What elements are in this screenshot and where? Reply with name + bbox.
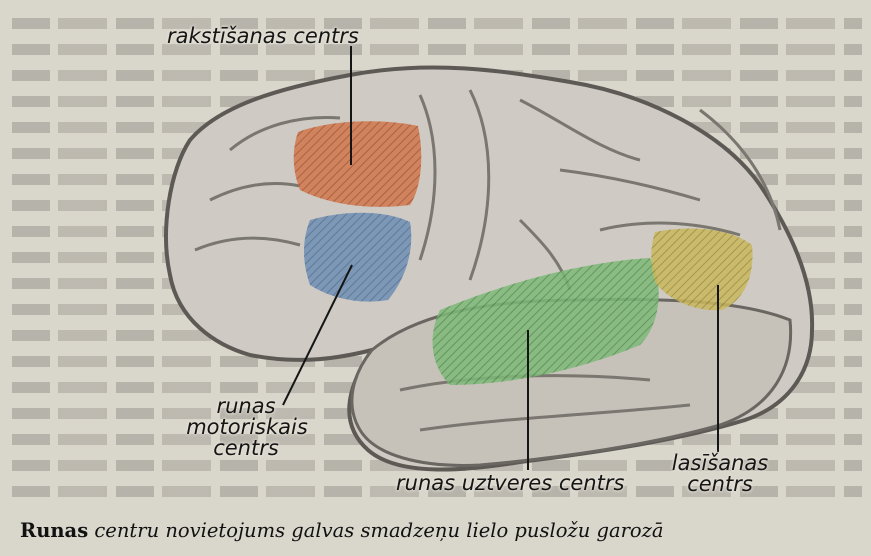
- perception-center-label: runas uztveres centrs: [396, 472, 624, 494]
- motor-center-label-line2: motoriskais: [180, 416, 314, 438]
- writing-center-label: rakstīšanas centrs: [167, 25, 359, 47]
- reading-center-label-line1: lasīšanas: [660, 452, 780, 474]
- caption-bold: Runas: [20, 519, 88, 542]
- motor-speech-center-area: [304, 213, 411, 302]
- figure-caption: Runas centru novietojums galvas smadzeņu…: [20, 519, 860, 542]
- motor-center-label-line3: centrs: [196, 437, 296, 459]
- motor-center-label-line1: runas: [196, 395, 296, 417]
- writing-center-area: [294, 121, 422, 207]
- caption-text: centru novietojums galvas smadzeņu lielo…: [94, 519, 663, 542]
- reading-center-label-line2: centrs: [660, 473, 780, 495]
